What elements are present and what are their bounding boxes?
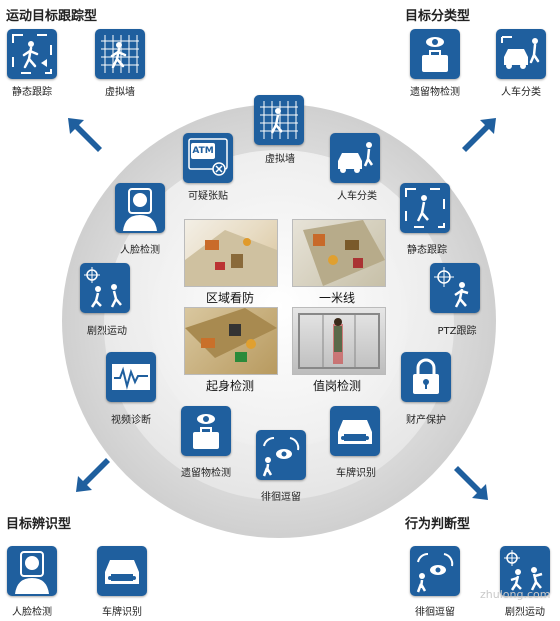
loitering-icon xyxy=(416,552,454,593)
scene-area-guard xyxy=(184,219,278,287)
virtual-wall-icon xyxy=(260,101,298,139)
face-detection-icon xyxy=(123,188,157,231)
violent-motion-icon xyxy=(84,267,122,308)
license-plate-icon xyxy=(105,560,139,584)
label-loitering-corner: 徘徊逗留 xyxy=(415,607,455,618)
violent-motion-icon xyxy=(504,550,543,591)
label-left-object: 遗留物检测 xyxy=(410,87,460,98)
arrow-up-right-icon xyxy=(462,118,496,152)
center-label-area-guard: 区域看防 xyxy=(205,291,255,305)
loitering-icon xyxy=(262,436,300,477)
title-motion-tracking: 运动目标跟踪型 xyxy=(6,9,98,24)
scene-rise-detection xyxy=(184,307,278,375)
ring-tile-suspicious-posting[interactable]: ATM xyxy=(183,133,233,183)
person-vehicle-icon xyxy=(501,36,540,69)
watermark: zhulong.com xyxy=(480,588,551,601)
ring-tile-plate-recognition[interactable] xyxy=(330,406,380,456)
tile-static-tracking[interactable] xyxy=(7,29,57,79)
center-label-rise-detection: 起身检测 xyxy=(205,379,255,393)
left-object-icon xyxy=(422,37,448,72)
tile-plate-recognition[interactable] xyxy=(97,546,147,596)
tile-virtual-wall[interactable] xyxy=(95,29,145,79)
ring-tile-loitering[interactable] xyxy=(256,430,306,480)
title-behavior: 行为判断型 xyxy=(405,517,471,532)
atm-icon xyxy=(188,138,228,176)
ptz-tracking-icon xyxy=(434,267,469,308)
ring-tile-violent-motion[interactable] xyxy=(80,263,130,313)
ring-tile-static-tracking[interactable] xyxy=(400,183,450,233)
scene-one-meter-line xyxy=(292,219,386,287)
lock-icon xyxy=(413,358,439,394)
person-vehicle-icon xyxy=(338,142,374,173)
ring-label-violent-motion: 剧烈运动 xyxy=(87,326,127,337)
license-plate-icon xyxy=(338,420,372,444)
ring-label-ptz-tracking: PTZ跟踪 xyxy=(437,326,477,337)
ring-label-person-vehicle: 人车分类 xyxy=(337,191,377,202)
ring-label-loitering: 徘徊逗留 xyxy=(261,492,301,503)
title-classification: 目标分类型 xyxy=(405,9,471,24)
ring-tile-virtual-wall[interactable] xyxy=(254,95,304,145)
arrow-down-right-icon xyxy=(454,466,488,500)
ring-label-suspicious-posting: 可疑张贴 xyxy=(188,191,228,202)
center-label-one-meter-line: 一米线 xyxy=(318,291,356,305)
face-detection-icon xyxy=(15,551,49,594)
ring-label-video-diagnosis: 视频诊断 xyxy=(111,415,151,426)
label-person-vehicle: 人车分类 xyxy=(501,87,541,98)
label-violent-motion-corner: 剧烈运动 xyxy=(505,607,545,618)
label-static-tracking: 静态跟踪 xyxy=(12,87,52,98)
ring-label-property-protection: 财产保护 xyxy=(406,415,446,426)
arrow-down-left-icon xyxy=(76,458,110,492)
tile-left-object[interactable] xyxy=(410,29,460,79)
video-diagnosis-icon xyxy=(112,364,150,390)
ring-tile-property-protection[interactable] xyxy=(401,352,451,402)
tile-face-detection[interactable] xyxy=(7,546,57,596)
arrow-up-left-icon xyxy=(68,118,102,152)
left-object-icon xyxy=(193,414,219,449)
static-tracking-icon xyxy=(12,34,52,74)
ring-tile-left-object[interactable] xyxy=(181,406,231,456)
ring-label-face-detection: 人脸检测 xyxy=(120,245,160,256)
scene-post-duty xyxy=(292,307,386,375)
tile-person-vehicle[interactable] xyxy=(496,29,546,79)
tile-loitering[interactable] xyxy=(410,546,460,596)
static-tracking-icon xyxy=(405,188,445,228)
tile-violent-motion[interactable] xyxy=(500,546,550,596)
virtual-wall-icon xyxy=(101,35,139,73)
center-label-post-duty: 值岗检测 xyxy=(312,379,362,393)
atm-badge: ATM xyxy=(191,143,215,159)
label-face-detection-corner: 人脸检测 xyxy=(12,607,52,618)
ring-label-plate-recognition: 车牌识别 xyxy=(336,468,376,479)
ring-tile-face-detection[interactable] xyxy=(115,183,165,233)
ring-tile-person-vehicle[interactable] xyxy=(330,133,380,183)
title-identification: 目标辨识型 xyxy=(6,517,72,532)
ring-tile-video-diagnosis[interactable] xyxy=(106,352,156,402)
ring-label-left-object: 遗留物检测 xyxy=(181,468,231,479)
label-plate-recognition-corner: 车牌识别 xyxy=(102,607,142,618)
label-virtual-wall: 虚拟墙 xyxy=(105,87,135,98)
ring-label-static-tracking: 静态跟踪 xyxy=(407,245,447,256)
ring-label-virtual-wall: 虚拟墙 xyxy=(265,154,295,165)
ring-tile-ptz-tracking[interactable] xyxy=(430,263,480,313)
